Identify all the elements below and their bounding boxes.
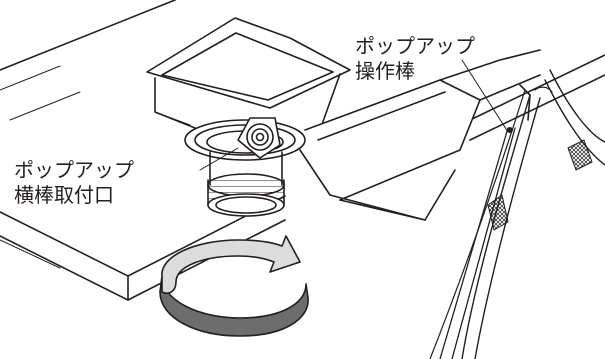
popup-crossbar-mount	[237, 117, 281, 159]
callout-rod-line2: 操作棒	[355, 59, 415, 83]
callout-popup-crossbar-mount: ポップアップ 横棒取付口	[14, 158, 134, 208]
callout-mount-line1: ポップアップ	[14, 158, 134, 182]
callout-rod-line1: ポップアップ	[355, 34, 475, 58]
rotate-clockwise-arrow-icon	[159, 235, 309, 337]
leader-line-mount	[199, 147, 239, 171]
supply-hoses	[429, 69, 605, 359]
overflow-duct	[299, 49, 541, 221]
callout-mount-line2: 横棒取付口	[14, 183, 114, 207]
leader-line-rod	[461, 59, 509, 133]
callout-popup-operating-rod: ポップアップ 操作棒	[355, 34, 475, 84]
basin-housing	[146, 17, 351, 131]
